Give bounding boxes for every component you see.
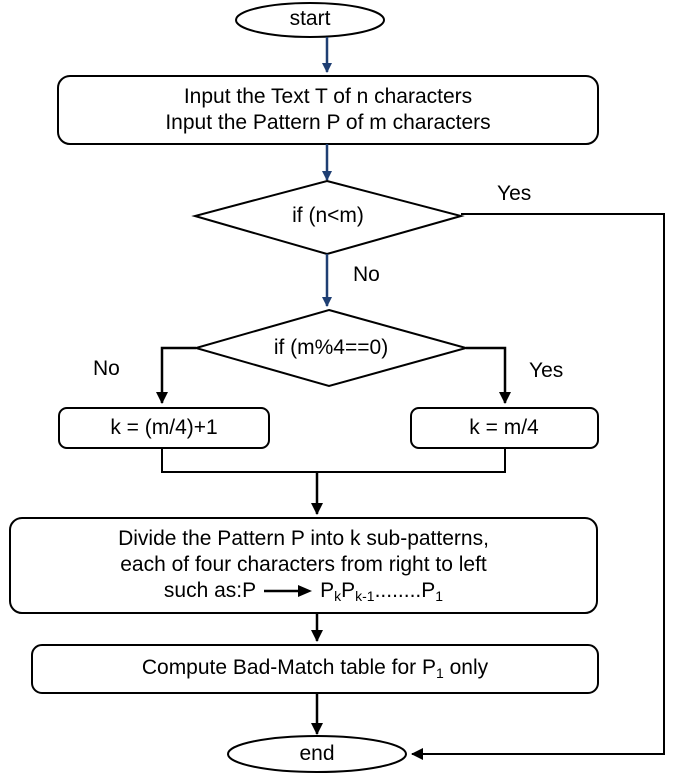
no-branch-line: [156, 346, 196, 404]
decision1-no-label: No: [353, 263, 380, 286]
k-exact-label: k = m/4: [469, 416, 539, 439]
right-arrow-icon: [264, 585, 313, 598]
compute-subscript: 1: [436, 665, 444, 681]
compute-suffix: only: [443, 656, 489, 679]
k-plus-one-label: k = (m/4)+1: [110, 416, 218, 439]
merge-line: [161, 448, 506, 473]
input-line-1: Input the Text T of n characters: [183, 85, 473, 108]
decision2-label: if (m%4==0): [273, 336, 389, 359]
pk1-subscript: k-1: [355, 588, 375, 604]
yes-path-to-end: [411, 213, 665, 760]
input-text: Input the Text T of n characters Input t…: [58, 84, 598, 136]
p1-subscript: 1: [435, 588, 444, 604]
decision1-label: if (n<m): [292, 204, 364, 227]
pk-symbol: P: [320, 579, 335, 602]
dots: ........: [374, 579, 422, 602]
divide-line-2: each of four characters from right to le…: [120, 553, 487, 576]
start-label: start: [289, 7, 331, 30]
end-terminator: [227, 735, 407, 773]
input-line-2: Input the Pattern P of m characters: [165, 111, 491, 134]
compute-bad-match-box: [31, 644, 599, 694]
start-terminator: [235, 2, 385, 38]
end-label: end: [299, 742, 335, 765]
divide-line-1: Divide the Pattern P into k sub-patterns…: [118, 527, 489, 550]
k-plus-one-box: [58, 407, 270, 449]
pk1-symbol: P: [341, 579, 356, 602]
decision2-yes-label: Yes: [529, 359, 564, 382]
p1-symbol: P: [421, 579, 436, 602]
divide-text: Divide the Pattern P into k sub-patterns…: [10, 526, 597, 604]
decision2-no-label: No: [93, 357, 120, 380]
pk-subscript: k: [334, 588, 342, 604]
yes-branch-line: [466, 346, 511, 404]
compute-prefix: Compute Bad-Match table for P: [141, 656, 436, 679]
decision1-yes-label: Yes: [497, 182, 532, 205]
divide-line-3-prefix: such as:P: [163, 579, 257, 602]
compute-text: Compute Bad-Match table for P1 only: [32, 655, 598, 681]
divide-pattern-box: [9, 517, 598, 614]
decision-m-mod-4: [192, 308, 470, 388]
